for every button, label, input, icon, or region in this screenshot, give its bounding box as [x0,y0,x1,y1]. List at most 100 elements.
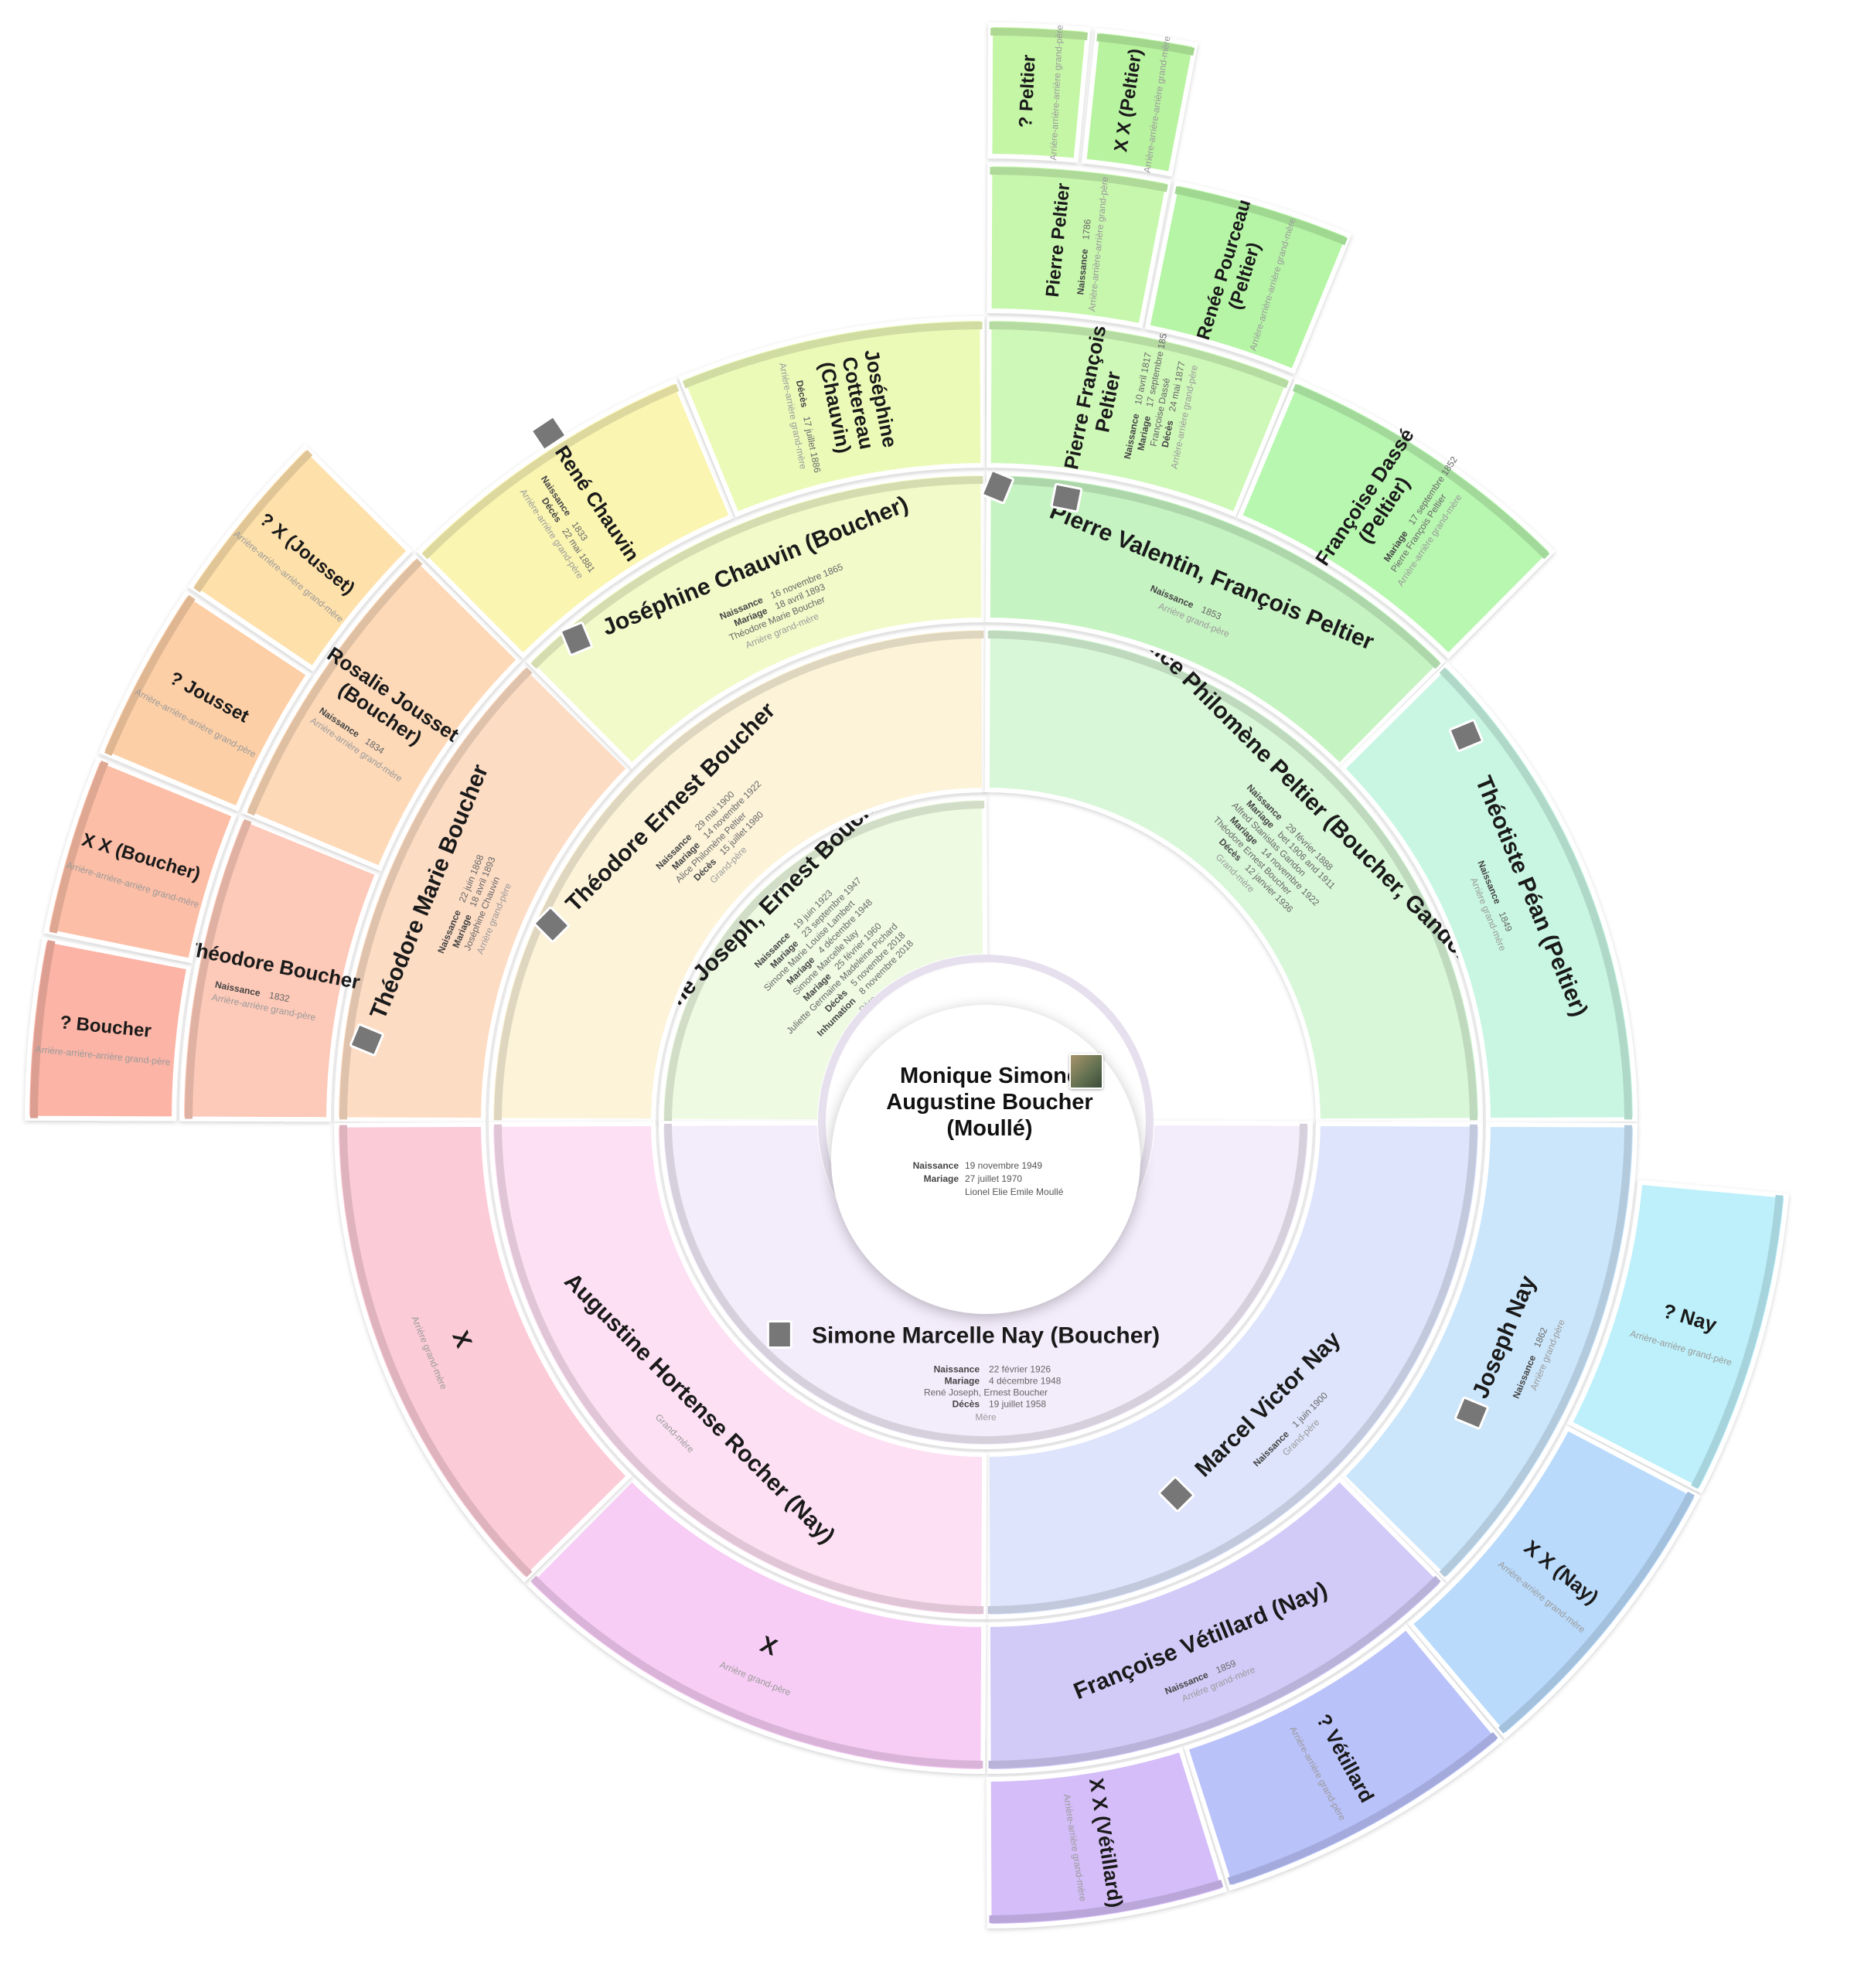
relationship-role: Mère [975,1412,997,1423]
segment-shape[interactable] [1183,1624,1504,1891]
segment-shape[interactable] [43,756,238,964]
segment-shape[interactable] [1339,1122,1638,1583]
segment-shape[interactable] [987,22,1091,163]
segment-edge [30,940,56,1118]
ancestor-segment-g5f[interactable]: Renée Pourceau(Peltier)Arrière-arrière-a… [1144,180,1352,375]
segment-edge [1691,1194,1784,1489]
segment-edge [185,819,252,1119]
photo-icon [530,415,567,451]
ancestor-segment-ggp2[interactable]: Pierre Valentin, François PeltierNaissan… [966,469,1447,769]
segment-edge [990,167,1168,192]
event-row: Lionel Elie Emile Moullé [965,1186,1064,1197]
segment-shape[interactable] [333,1122,632,1583]
ancestor-segment-g4b[interactable]: Rosalie Jousset(Boucher)Naissance1834Arr… [240,553,523,872]
segment-shape[interactable] [525,470,987,769]
segment-edge [247,558,423,816]
segment-edge [1498,1491,1695,1734]
segment-edge [193,449,313,593]
event-label: Décès [794,380,810,409]
segment-shape[interactable] [1082,28,1198,177]
segment-edge [1292,383,1550,560]
segment-shape[interactable] [987,161,1172,328]
segment-edge [989,322,1290,389]
segment-edge [49,760,109,934]
segment-shape[interactable] [179,815,381,1122]
segment-shape[interactable] [333,662,632,1123]
segment-shape[interactable] [416,377,735,659]
event-value: 1832 [268,989,291,1004]
center-person-name: Monique Simone Augustine Boucher (Moullé… [886,1064,1093,1141]
photo-icon [560,621,593,656]
person-name: ? Peltier [1015,54,1040,128]
segment-shape[interactable] [985,470,1447,769]
center-person-events: Naissance 19 novembre 1949 Mariage 27 ju… [897,1159,1098,1199]
event-value: 19 juillet 1958 [989,1399,1046,1410]
segment-shape[interactable] [986,315,1293,518]
segment-edge [421,383,680,560]
segment-shape[interactable] [488,1121,987,1620]
ancestor-segment-ggm3[interactable]: Françoise Vétillard (Nay)Naissance1859Ar… [985,1476,1447,1775]
photo-icon [981,469,1014,505]
segment-shape[interactable] [1406,1425,1701,1739]
segment-shape[interactable] [525,1476,987,1775]
segment-shape[interactable] [24,936,192,1122]
segment-shape[interactable] [1339,662,1638,1123]
segment-shape[interactable] [240,553,523,872]
segment-edge [1174,186,1348,246]
photo-icon [1158,1476,1195,1513]
segment-shape[interactable] [984,625,1484,1124]
segment-edge [1096,33,1195,56]
segment-shape[interactable] [1144,180,1352,375]
event-label: Mariage [945,1376,980,1387]
event-value: 4 décembre 1948 [989,1376,1062,1387]
ancestor-segment-g5b[interactable]: X X (Boucher)Arrière-arrière-arrière gra… [43,756,238,964]
ancestor-segment-g4h[interactable]: X X (Nay)Arrière-arrière grand-mère [1406,1425,1701,1739]
photo-icon [766,1320,792,1349]
segment-shape[interactable] [488,625,987,1124]
ancestor-segment-g4j[interactable]: X X (Vétillard)Arrière-arrière grand-mèr… [986,1747,1228,1929]
segment-shape[interactable] [986,1747,1228,1929]
segment-shape[interactable] [187,444,413,672]
photo-icon [1454,1396,1489,1430]
ancestor-segment-g5d[interactable]: ? X (Jousset)Arrière-arrière-arrière gra… [187,444,413,672]
segment-edge [1227,1731,1498,1885]
event-label: Naissance [1075,248,1090,295]
segment-shape[interactable] [1236,377,1556,659]
segment-shape[interactable] [98,590,312,812]
event-label: Naissance [934,1364,980,1375]
photo-icon [533,906,570,943]
event-label: Décès [1160,419,1176,448]
segment-shape[interactable] [678,315,986,518]
segment-shape[interactable] [985,1476,1447,1775]
segment-edge [989,1879,1224,1923]
segment-shape[interactable] [1566,1180,1789,1494]
event-row: Mariage 27 juillet 1970 [923,1173,1023,1184]
event-label: Décès [953,1399,980,1410]
segment-edge [104,594,196,756]
segment-edge [990,28,1089,41]
segment-shape[interactable] [984,1121,1484,1620]
event-value: 1786 [1080,219,1093,240]
photo-icon [1448,719,1484,752]
ancestor-segment-g6b[interactable]: X X (Peltier)Arrière-arrière-arrière gra… [1082,28,1198,177]
photo-icon [349,1023,384,1057]
